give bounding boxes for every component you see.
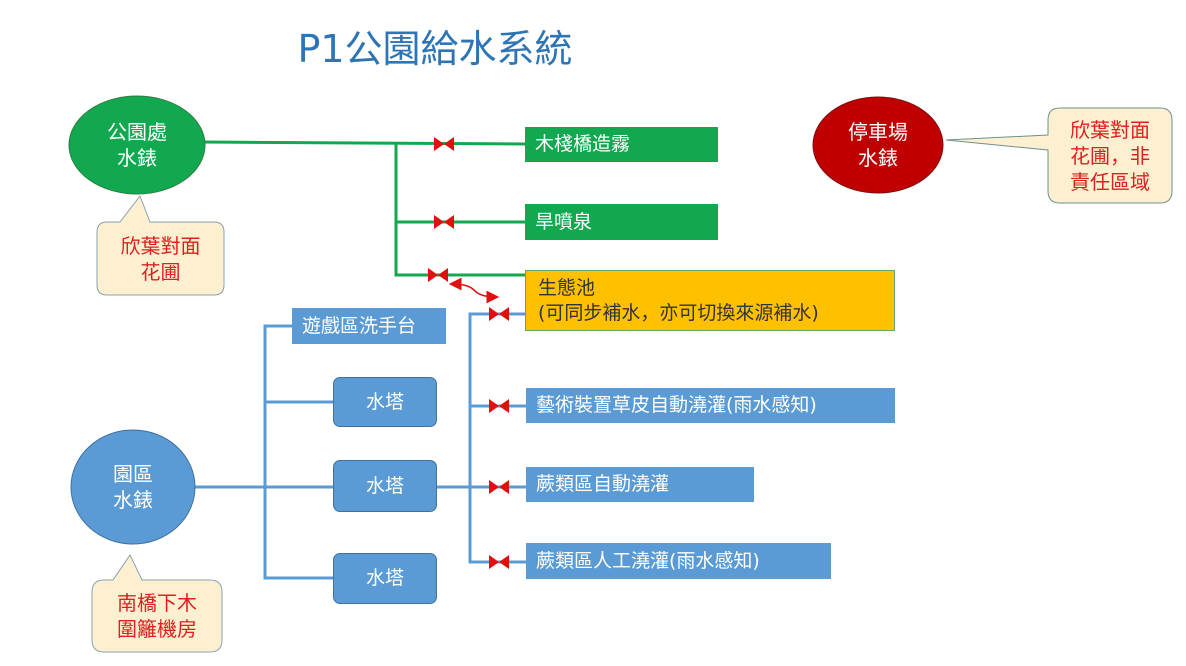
page-title: P1公園給水系統 (297, 27, 573, 71)
callout-park-office (96, 194, 225, 296)
valve-icon[interactable] (428, 268, 448, 282)
park-area-meter-shape (70, 429, 196, 545)
valve-icon[interactable] (434, 137, 454, 151)
park-area-note: 南橋下木 圍籬機房 (117, 591, 197, 641)
park-office-meter-shape (68, 95, 206, 195)
green-pipes (202, 140, 526, 277)
parking-meter[interactable]: 停車場 水錶 (848, 120, 908, 170)
outlet-dry-fountain[interactable]: 旱噴泉 (525, 204, 718, 240)
water-tower-2[interactable]: 水塔 (333, 460, 437, 512)
outlet-fern-manual-irrigation[interactable]: 蕨類區人工澆灌(雨水感知) (526, 543, 831, 579)
valve-icon[interactable] (489, 307, 509, 321)
valve-icon[interactable] (489, 399, 509, 413)
valve-icon[interactable] (489, 555, 509, 569)
park-office-meter[interactable]: 公園處 水錶 (107, 120, 167, 170)
parking-note: 欣葉對面 花圃，非 責任區域 (1070, 117, 1150, 194)
valve-icon[interactable] (489, 480, 509, 494)
outlet-eco-pond[interactable]: 生態池 (可同步補水，亦可切換來源補水) (525, 270, 895, 331)
parking-meter-shape (812, 96, 944, 194)
park-area-meter[interactable]: 園區 水錶 (113, 462, 153, 512)
outlet-handwash[interactable]: 遊戲區洗手台 (292, 308, 446, 344)
callout-park-area (91, 554, 223, 653)
valve-icon[interactable] (434, 215, 454, 229)
water-tower-1[interactable]: 水塔 (333, 377, 437, 427)
outlet-art-lawn-irrigation[interactable]: 藝術裝置草皮自動澆灌(雨水感知) (526, 388, 895, 423)
switch-double-arrow-icon (448, 277, 500, 304)
outlet-fern-auto-irrigation[interactable]: 蕨類區自動澆灌 (526, 467, 754, 502)
callout-parking (945, 107, 1173, 204)
park-office-note: 欣葉對面 花圃 (120, 233, 201, 284)
water-tower-3[interactable]: 水塔 (333, 553, 437, 604)
outlet-boardwalk-mist[interactable]: 木棧橋造霧 (525, 127, 718, 162)
blue-pipes (195, 312, 526, 580)
